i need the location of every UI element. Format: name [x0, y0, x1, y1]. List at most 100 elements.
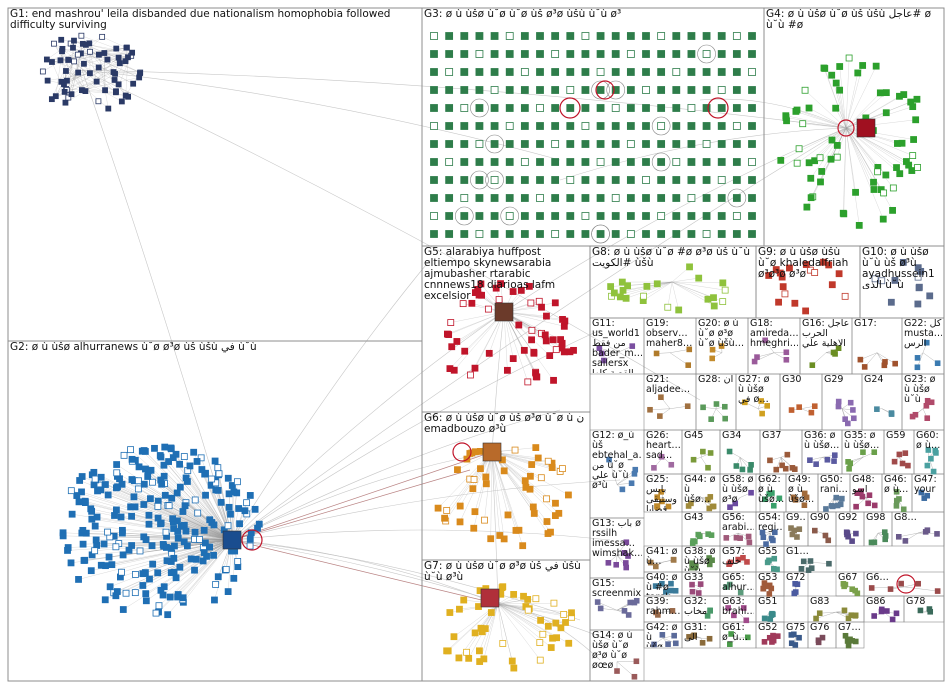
node-g1[interactable]	[81, 60, 87, 67]
node-g5[interactable]	[546, 352, 554, 360]
node-g9[interactable]	[802, 307, 810, 315]
node-g34[interactable]	[726, 448, 733, 455]
node-g2[interactable]	[159, 591, 167, 599]
node-g2[interactable]	[163, 544, 170, 551]
node-g77[interactable]	[845, 642, 852, 649]
node-g3[interactable]	[732, 122, 741, 130]
node-g59[interactable]	[891, 458, 898, 465]
node-g1[interactable]	[104, 56, 111, 63]
node-g3[interactable]	[581, 158, 590, 166]
node-g31[interactable]	[706, 635, 713, 642]
node-g6[interactable]	[477, 465, 484, 473]
node-g46[interactable]	[893, 488, 900, 495]
node-g3[interactable]	[626, 68, 635, 76]
node-g3[interactable]	[717, 194, 726, 202]
node-g4[interactable]	[805, 159, 813, 167]
node-g1[interactable]	[57, 57, 64, 64]
node-g45[interactable]	[700, 448, 706, 455]
node-g8[interactable]	[695, 274, 703, 282]
node-g3[interactable]	[611, 158, 620, 166]
node-g2[interactable]	[211, 457, 219, 465]
node-g53[interactable]	[763, 583, 769, 590]
node-g49[interactable]	[803, 494, 810, 501]
node-g48[interactable]	[853, 503, 859, 510]
node-g7[interactable]	[476, 647, 483, 655]
node-g10[interactable]	[915, 283, 923, 291]
node-g2[interactable]	[102, 481, 109, 488]
node-g3[interactable]	[611, 194, 620, 202]
node-g1[interactable]	[78, 32, 85, 39]
node-g14[interactable]	[633, 658, 640, 665]
node-g32[interactable]	[707, 607, 713, 614]
node-g13[interactable]	[623, 539, 630, 546]
node-g5[interactable]	[495, 296, 503, 303]
node-g5[interactable]	[459, 300, 467, 308]
node-g3[interactable]	[642, 194, 650, 202]
node-g5[interactable]	[530, 348, 538, 356]
node-g3[interactable]	[717, 104, 726, 112]
node-g46[interactable]	[893, 503, 900, 509]
node-g2[interactable]	[128, 455, 136, 463]
node-g5[interactable]	[517, 286, 525, 294]
node-g17[interactable]	[892, 360, 898, 367]
node-g9[interactable]	[781, 290, 789, 298]
node-g13[interactable]	[613, 561, 620, 568]
node-g6[interactable]	[544, 457, 552, 465]
node-g2[interactable]	[234, 478, 241, 486]
node-g5[interactable]	[497, 280, 504, 288]
node-g33[interactable]	[695, 590, 702, 596]
node-g3[interactable]	[596, 68, 605, 76]
node-g7[interactable]	[537, 616, 545, 624]
node-g3[interactable]	[581, 50, 590, 58]
node-g3[interactable]	[717, 50, 726, 58]
node-g2[interactable]	[142, 590, 150, 598]
node-g3[interactable]	[717, 32, 726, 40]
node-g2[interactable]	[180, 538, 188, 546]
node-g3[interactable]	[430, 122, 438, 130]
node-g57[interactable]	[744, 559, 750, 565]
node-g4[interactable]	[913, 95, 921, 103]
node-g25[interactable]	[658, 489, 664, 495]
node-g2[interactable]	[200, 526, 208, 534]
node-g2[interactable]	[134, 485, 142, 493]
node-g3[interactable]	[702, 158, 711, 166]
node-g4[interactable]	[828, 71, 836, 79]
node-g10[interactable]	[899, 258, 907, 266]
node-g4[interactable]	[912, 116, 920, 124]
node-g2[interactable]	[127, 446, 134, 454]
node-g35[interactable]	[860, 449, 866, 455]
node-g5[interactable]	[527, 299, 535, 307]
node-g1[interactable]	[125, 93, 132, 100]
node-g2[interactable]	[113, 461, 121, 468]
node-g7[interactable]	[539, 630, 547, 638]
node-g8[interactable]	[640, 292, 647, 300]
node-g25[interactable]	[654, 494, 660, 500]
node-g2[interactable]	[113, 484, 120, 492]
node-g8[interactable]	[607, 283, 615, 290]
node-g2[interactable]	[158, 480, 166, 488]
node-g1[interactable]	[65, 56, 72, 63]
node-g2[interactable]	[127, 503, 135, 511]
node-g3[interactable]	[490, 212, 499, 220]
node-g77[interactable]	[847, 636, 853, 643]
node-g36[interactable]	[831, 452, 838, 458]
node-g2[interactable]	[101, 596, 109, 604]
node-g2[interactable]	[145, 511, 153, 519]
node-g3[interactable]	[490, 68, 499, 76]
node-g42[interactable]	[651, 641, 657, 648]
node-g3[interactable]	[520, 50, 529, 58]
node-g34[interactable]	[748, 462, 754, 468]
node-g3[interactable]	[642, 140, 650, 148]
node-g2[interactable]	[156, 452, 164, 459]
node-g19[interactable]	[686, 346, 693, 353]
node-g6[interactable]	[471, 448, 479, 456]
node-g3[interactable]	[611, 32, 620, 40]
node-g3[interactable]	[702, 230, 711, 238]
node-g2[interactable]	[170, 568, 178, 576]
node-g1[interactable]	[48, 96, 55, 103]
node-g3[interactable]	[460, 158, 469, 166]
node-g92[interactable]	[853, 530, 859, 537]
node-g6[interactable]	[543, 518, 551, 525]
node-g2[interactable]	[144, 473, 152, 480]
node-g22[interactable]	[914, 364, 921, 371]
